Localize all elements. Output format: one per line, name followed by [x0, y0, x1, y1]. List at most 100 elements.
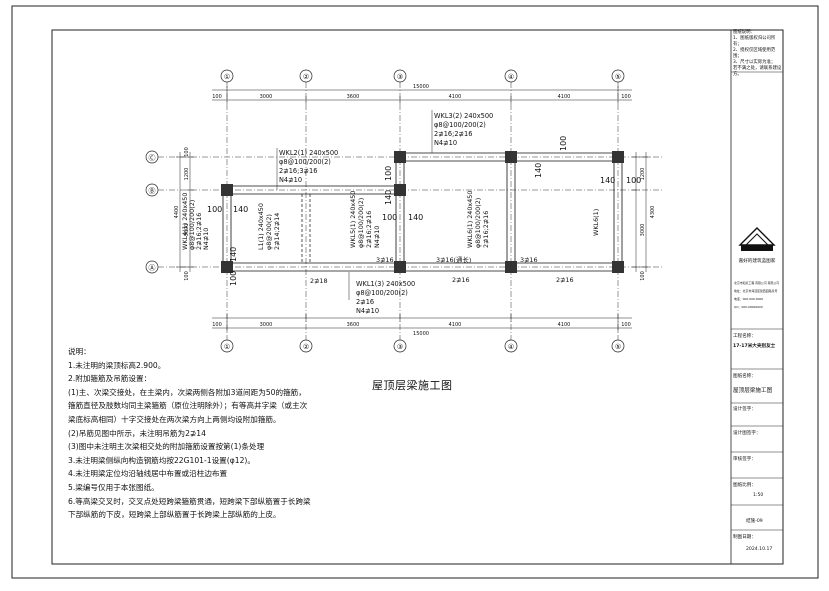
- columns: [221, 151, 624, 273]
- dim-end-left-bottom: 100: [212, 322, 222, 328]
- wkl2-line-4: N4⊉10: [279, 176, 302, 184]
- remark-line: 2、授权仅区域使用范围；: [733, 48, 776, 59]
- dim-span-3-bottom: 4100: [449, 322, 462, 328]
- dim-span-2-bottom: 3600: [347, 322, 360, 328]
- wkl2-line-3: 2⊉16;3⊉16: [279, 167, 317, 175]
- wkl4-line-3: 2⊉16;2⊉16: [195, 213, 203, 250]
- project-label: 工程名称：: [733, 334, 756, 339]
- remark-line: 3、尺寸以实际为准；: [733, 60, 776, 65]
- wkl4-line-4: N4⊉10: [202, 228, 210, 250]
- rebar-top-b: 3⊉16(通长): [436, 255, 471, 264]
- offset-140: 140: [384, 190, 393, 205]
- company-logo-icon: [738, 227, 776, 251]
- project-name: 17-17米大夹别友士: [733, 344, 776, 349]
- company-line: 电话：000-000-0000: [734, 296, 763, 301]
- sheet-number: 结施-09: [746, 519, 763, 524]
- wkl3-line-3: 2⊉16;2⊉16: [434, 130, 472, 138]
- drawing-title: 屋顶层梁施工图: [372, 379, 453, 392]
- beam-annotations: WKL3(2) 240x500 φ8@100/200(2) 2⊉16;2⊉16 …: [279, 112, 493, 315]
- l1-line-1: L1(1) 240x450: [257, 203, 265, 250]
- vertical-beam-annotations: WKL4(1) 240x450 φ8@100/200(2) 2⊉16;2⊉16 …: [181, 191, 600, 250]
- outer-border: [11, 5, 819, 579]
- column: [505, 261, 517, 273]
- column: [394, 184, 406, 196]
- offset-100: 100: [384, 166, 393, 181]
- wkl3-line-1: WKL3(2) 240x500: [434, 112, 493, 120]
- dim-span-4-bottom: 4100: [558, 322, 571, 328]
- grid-lines: [158, 82, 664, 340]
- company-line: 地址：北京市海淀区建西园路某号: [734, 288, 777, 293]
- note-line: (2)吊筋见图中所示，未注明吊筋为2⊉14: [68, 428, 206, 438]
- note-line: 说明：: [68, 347, 91, 356]
- dim-left-total: 4400: [174, 206, 180, 219]
- rebar-bot-b: 2⊉16: [452, 276, 470, 284]
- dim-total-bottom: 15000: [413, 331, 429, 337]
- remark-line: 1、图纸版权归公司所有；: [733, 36, 776, 47]
- note-line: 5.梁编号仅用于本张图纸。: [68, 482, 159, 492]
- title-block-lines: [731, 71, 783, 531]
- dim-left-end-top: 100: [184, 147, 190, 157]
- note-line: 2.附加箍筋及吊筋设置：: [68, 374, 152, 384]
- wkl5-line-1: WKL5(1) 240x450: [349, 191, 357, 248]
- remarks-panel: 图纸说明： 1、图纸版权归公司所有； 2、授权仅区域使用范围； 3、尺寸以实际为…: [733, 30, 783, 78]
- wkl6-line-3: 2⊉16;2⊉16: [482, 211, 490, 248]
- grid-label-3-bottom: ③: [397, 343, 403, 351]
- offset-100: 100: [559, 136, 568, 151]
- drawing-label: 图纸名称：: [733, 374, 756, 379]
- column: [394, 261, 406, 273]
- offset-140: 140: [600, 176, 615, 185]
- wkl1-line-1: WKL1(3) 240x500: [356, 280, 415, 288]
- scale-value: 1:50: [753, 493, 764, 498]
- dim-span-3: 4100: [449, 94, 462, 100]
- wkl2-line-1: WKL2(1) 240x500: [279, 149, 338, 157]
- wkl1-line-3: 2⊉16: [356, 298, 374, 306]
- company-details: 北京市和某工程 有限公司 有限公司 地址：北京市海淀区建西园路某号 电话：000…: [734, 280, 779, 309]
- grid-label-c: Ⓒ: [149, 154, 156, 162]
- dim-right-1200: 1200: [640, 168, 646, 181]
- note-line: 箍筋直径及肢数均同主梁箍筋（原位注明除外）；有等高井字梁（或主次: [68, 401, 308, 411]
- remarks-label: 图纸说明：: [733, 30, 755, 35]
- offset-140: 140: [534, 163, 543, 178]
- dim-span-2: 3600: [347, 94, 360, 100]
- scale-label: 图纸比例：: [733, 483, 756, 488]
- column: [612, 261, 624, 273]
- dim-left-3000: 3000: [184, 224, 190, 237]
- company-name: 嘉好的建筑蓝图家: [739, 257, 776, 264]
- grid-label-2-bottom: ②: [303, 343, 309, 351]
- dim-total-top: 15000: [413, 84, 429, 90]
- l1-line-3: 2⊉14;2⊉14: [273, 213, 281, 250]
- grid-label-4-bottom: ④: [508, 343, 514, 351]
- dim-end-right-bottom: 100: [621, 322, 631, 328]
- offset-140: 140: [233, 205, 248, 214]
- wkl5-line-4: N4⊉10: [373, 226, 381, 248]
- wkl6-right-label: WKL6(1): [592, 209, 600, 236]
- offset-100: 100: [229, 271, 238, 286]
- column: [505, 151, 517, 163]
- note-line: (3)图中未注明主次梁相交处的附加箍筋设置按第(1)条处理: [68, 442, 265, 452]
- wkl1-line-2: φ8@100/200(2): [356, 289, 408, 297]
- rebar-top-a: 3⊉16: [376, 256, 394, 264]
- dim-left-end-bottom: 100: [184, 271, 190, 281]
- note-line: 梁底标高相同）十字交接处在两次梁方向上两侧均设附加箍筋。: [68, 414, 281, 424]
- offset-140: 140: [229, 247, 238, 262]
- drafter-label: 设计图签字：: [733, 431, 761, 436]
- date-value: 2024.10.17: [746, 547, 773, 552]
- rebar-bot-a: 2⊉18: [310, 277, 328, 285]
- secondary-beam-l1: [301, 194, 311, 263]
- dim-right-total: 4300: [650, 206, 656, 219]
- wkl3-line-4: N4⊉10: [434, 139, 457, 147]
- grid-label-1: ①: [224, 73, 230, 81]
- grid-bubbles: [145, 69, 625, 353]
- offset-100: 100: [207, 205, 222, 214]
- note-line: 3.未注明梁侧纵向构造钢筋均按22G101-1设置(φ12)。: [68, 455, 255, 465]
- designer-label: 设计签字：: [733, 407, 756, 412]
- note-line: (1)主、次梁交接处，在主梁内，次梁两侧各附加3道间距为50的箍筋，: [68, 387, 306, 397]
- dimension-texts: 15000 3000 3600 4100 4100 100 100 15000 …: [174, 84, 656, 337]
- dim-right-3000: 3000: [640, 224, 646, 237]
- dim-span-1: 3000: [260, 94, 273, 100]
- wkl1-line-4: N4⊉10: [356, 307, 379, 315]
- column: [612, 151, 624, 163]
- wkl5-line-3: 2⊉16;2⊉16: [365, 211, 373, 248]
- column: [394, 151, 406, 163]
